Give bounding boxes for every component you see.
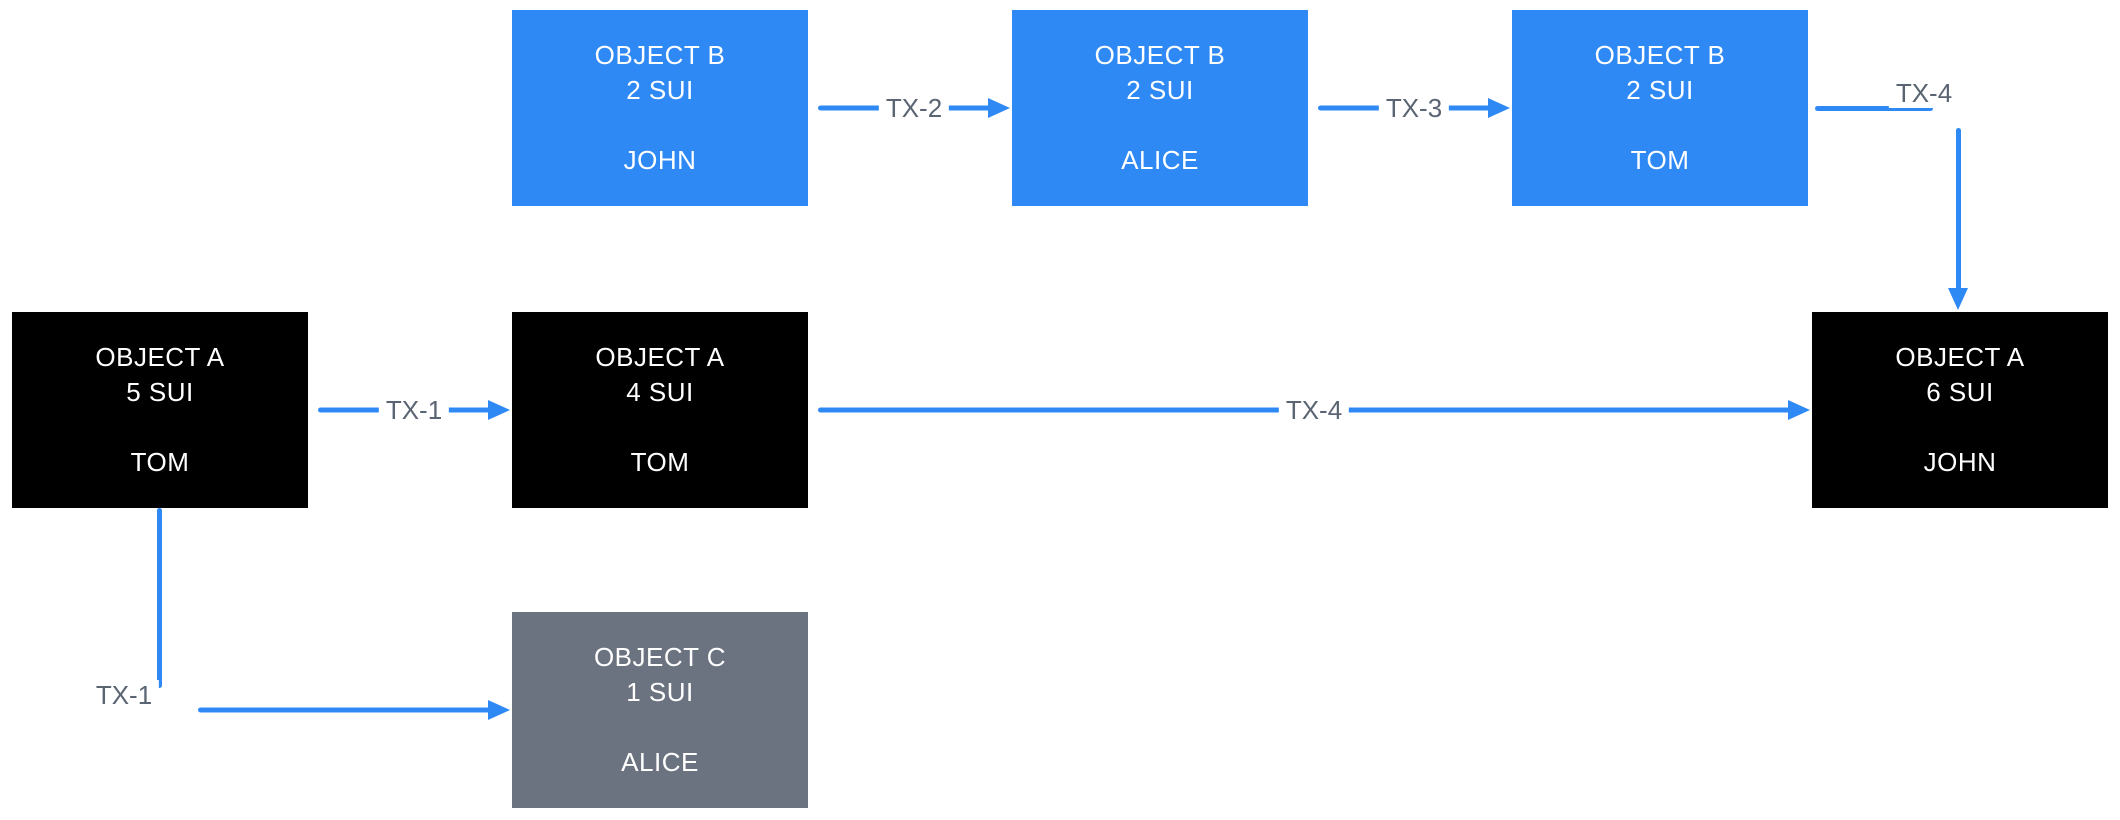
edge-label-tx1: TX-1	[378, 395, 450, 425]
edge-tx2-horizontal: TX-2	[818, 93, 1010, 123]
node-spacer	[1012, 108, 1308, 143]
node-object-b-alice: OBJECT B 2 SUI ALICE	[1012, 10, 1308, 206]
arrowhead-right-icon	[988, 98, 1010, 118]
edge-tx3-horizontal: TX-3	[1318, 93, 1510, 123]
node-object-a-john-6: OBJECT A 6 SUI JOHN	[1812, 312, 2108, 508]
arrowhead-right-icon	[1788, 400, 1810, 420]
node-spacer	[512, 410, 808, 445]
node-title: OBJECT B	[1594, 40, 1726, 70]
arrow-line	[198, 707, 494, 713]
node-owner: ALICE	[1121, 145, 1199, 175]
node-amount: 4 SUI	[626, 377, 694, 407]
arrowhead-right-icon	[488, 400, 510, 420]
arrow-line	[1815, 106, 1933, 111]
node-title: OBJECT B	[594, 40, 726, 70]
edge-label-tx4: TX-4	[1278, 395, 1350, 425]
node-amount: 2 SUI	[1626, 75, 1694, 105]
node-amount: 5 SUI	[126, 377, 194, 407]
node-title: OBJECT A	[595, 342, 725, 372]
node-owner: TOM	[630, 447, 690, 477]
node-object-b-john: OBJECT B 2 SUI JOHN	[512, 10, 808, 206]
arrowhead-down-icon	[1948, 288, 1968, 310]
node-object-a-tom-5: OBJECT A 5 SUI TOM	[12, 312, 308, 508]
node-object-c-alice: OBJECT C 1 SUI ALICE	[512, 612, 808, 808]
node-title: OBJECT A	[1895, 342, 2025, 372]
arrowhead-right-icon	[488, 700, 510, 720]
node-owner: JOHN	[1923, 447, 1997, 477]
node-spacer	[1512, 108, 1808, 143]
edge-label-tx2: TX-2	[878, 93, 950, 123]
node-title: OBJECT A	[95, 342, 225, 372]
node-owner: JOHN	[623, 145, 697, 175]
arrow-line	[1956, 128, 1961, 290]
edge-label-tx4-elbow: TX-4	[1888, 78, 1960, 108]
node-amount: 6 SUI	[1926, 377, 1994, 407]
edge-tx4-horizontal: TX-4	[818, 395, 1810, 425]
node-title: OBJECT C	[593, 642, 727, 672]
edge-tx1-elbow-horizontal	[198, 698, 510, 722]
node-spacer	[512, 108, 808, 143]
node-spacer	[1812, 410, 2108, 445]
node-amount: 2 SUI	[626, 75, 694, 105]
edge-label-tx1-elbow: TX-1	[88, 680, 160, 710]
arrowhead-right-icon	[1488, 98, 1510, 118]
node-owner: ALICE	[621, 747, 699, 777]
node-owner: TOM	[1630, 145, 1690, 175]
edge-tx1-horizontal: TX-1	[318, 395, 510, 425]
node-spacer	[12, 410, 308, 445]
node-object-a-tom-4: OBJECT A 4 SUI TOM	[512, 312, 808, 508]
node-object-b-tom: OBJECT B 2 SUI TOM	[1512, 10, 1808, 206]
node-amount: 1 SUI	[626, 677, 694, 707]
arrow-line	[157, 508, 162, 688]
node-title: OBJECT B	[1094, 40, 1226, 70]
node-owner: TOM	[130, 447, 190, 477]
node-spacer	[512, 710, 808, 745]
edge-label-tx3: TX-3	[1378, 93, 1450, 123]
node-amount: 2 SUI	[1126, 75, 1194, 105]
